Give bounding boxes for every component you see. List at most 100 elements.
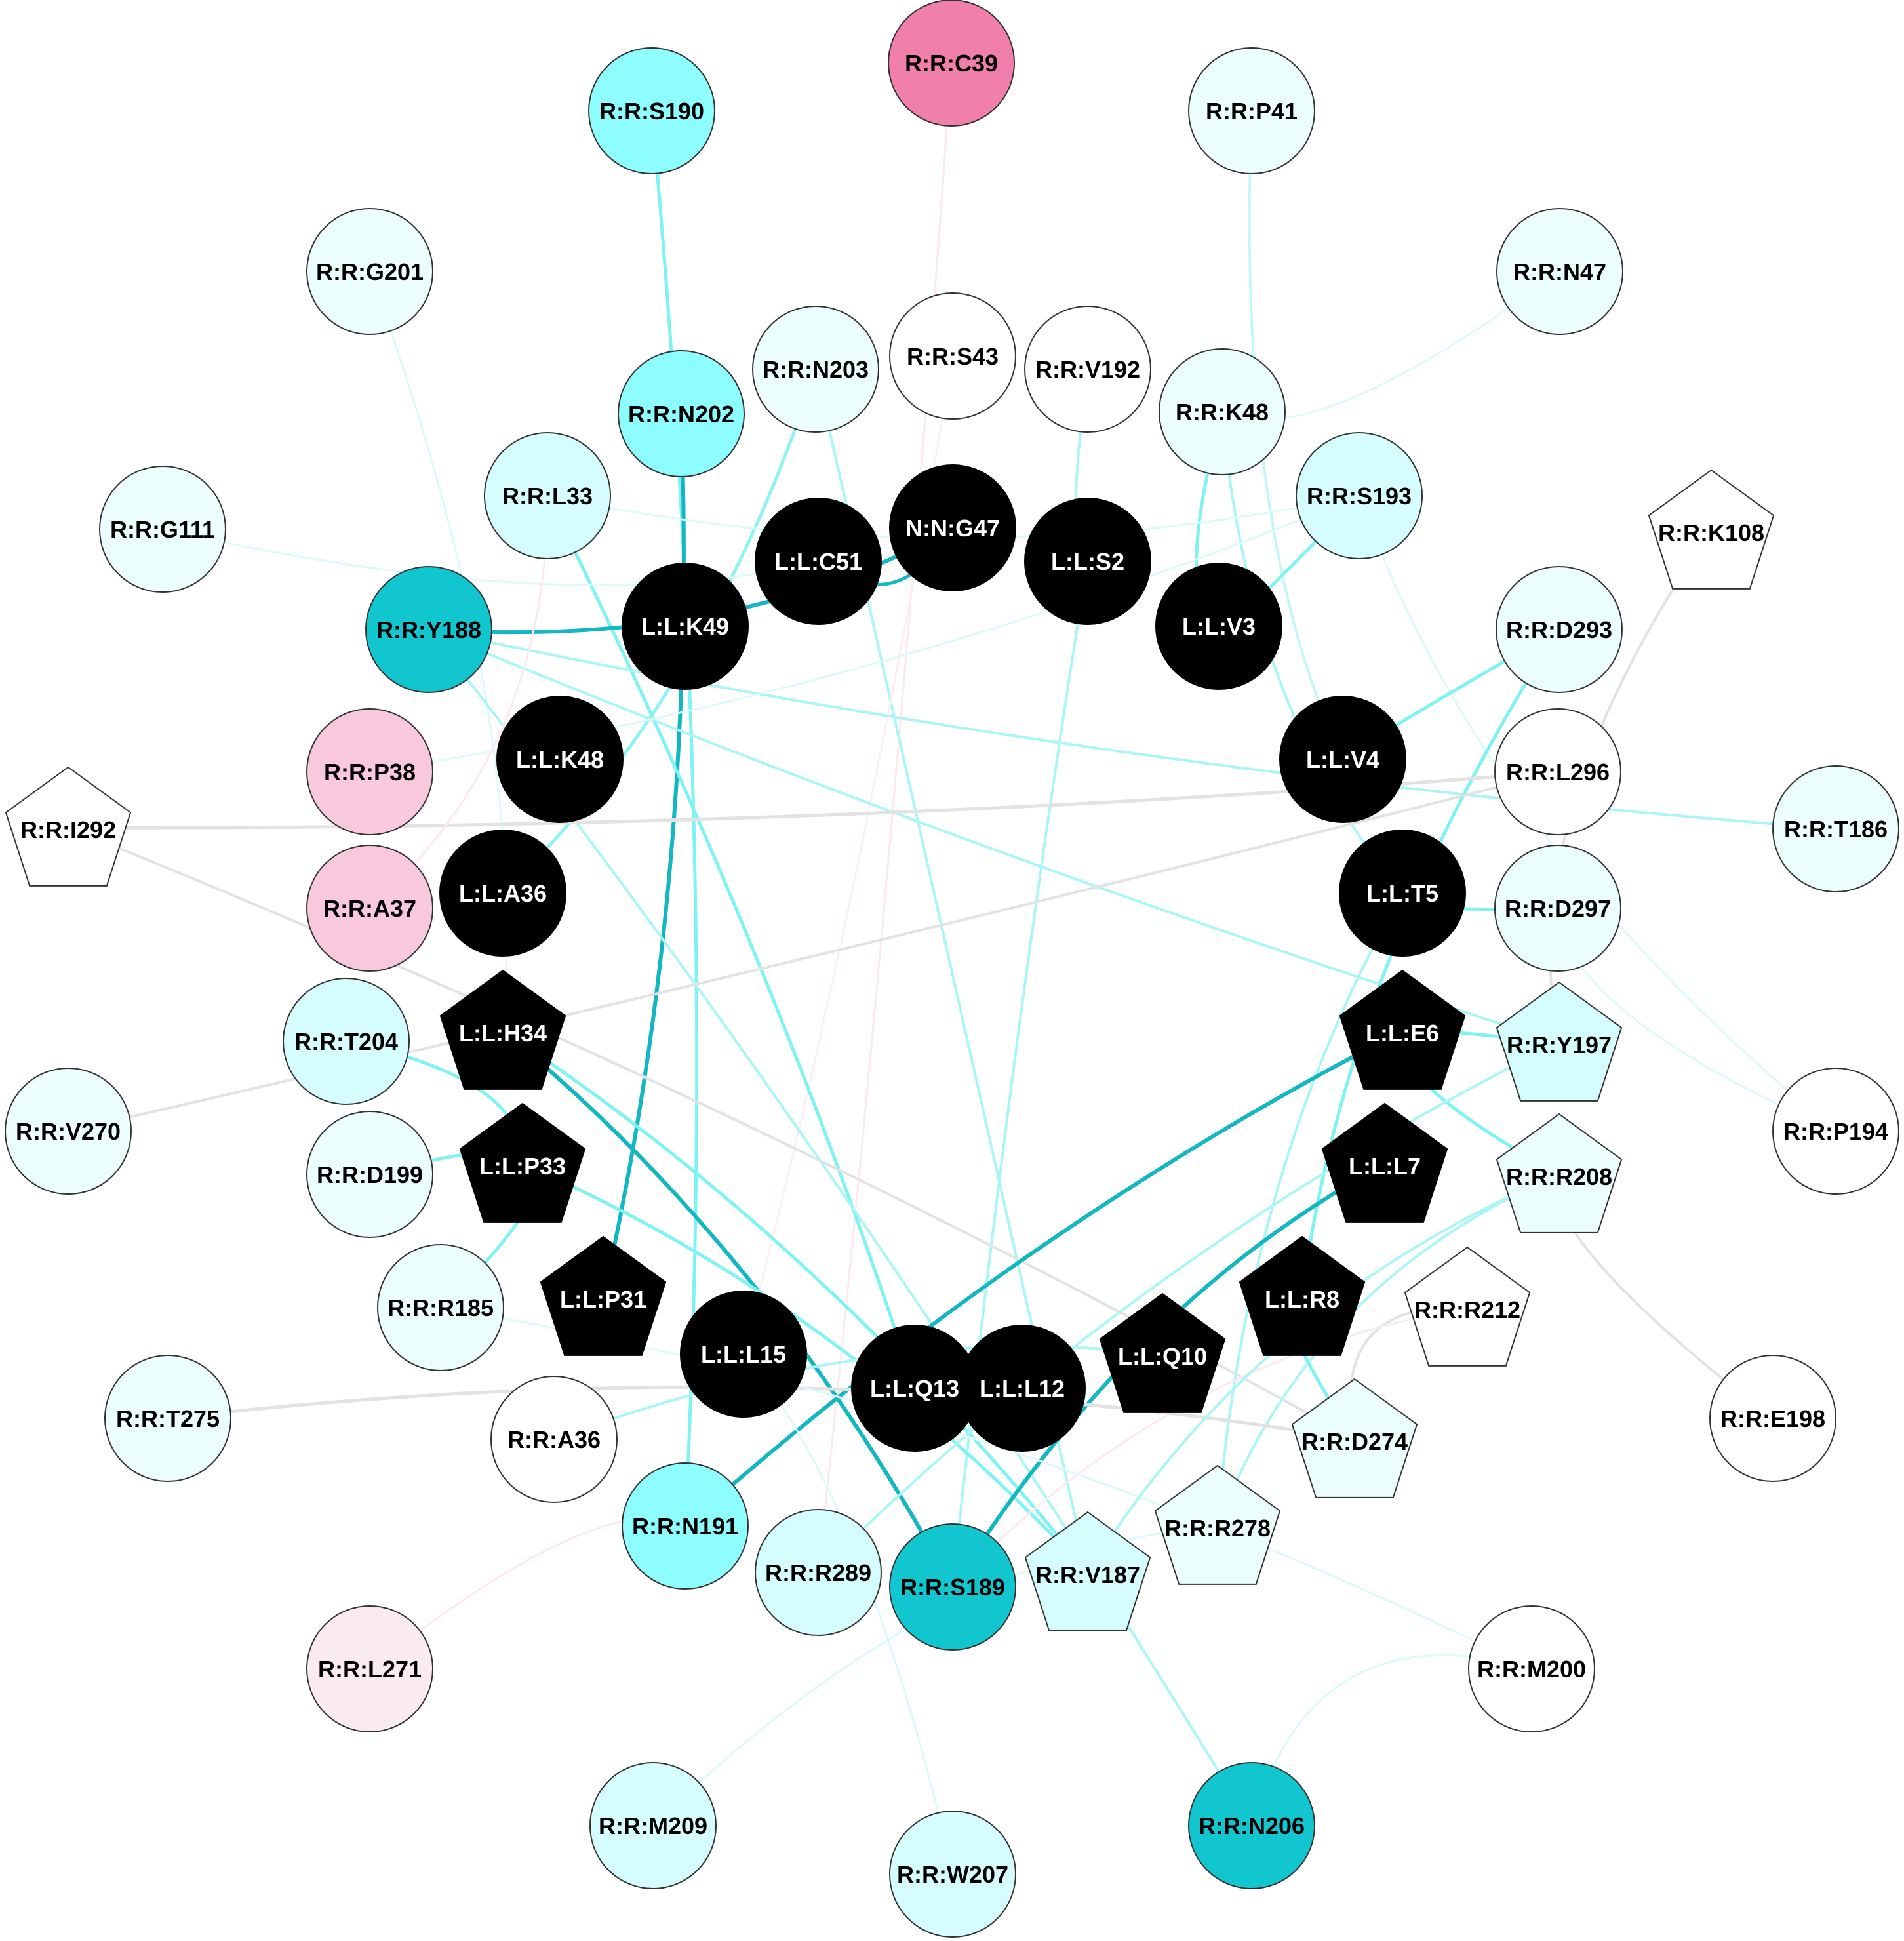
node-r-r-n191: R:R:N191 [622, 1462, 749, 1590]
node-label: R:R:T204 [294, 1028, 398, 1055]
node-pentagon-shape [459, 1102, 586, 1223]
node-label: R:R:A36 [507, 1426, 601, 1453]
node-r-r-t204: R:R:T204 [283, 978, 410, 1105]
node-r-r-n203: R:R:N203 [752, 306, 879, 433]
node-pentagon-shape [439, 969, 566, 1090]
node-r-r-k48: R:R:K48 [1159, 348, 1286, 475]
node-circle-shape [889, 1811, 1016, 1938]
node-label: L:L:A36 [459, 880, 547, 907]
node-pentagon-shape [5, 766, 132, 887]
edge-r-r-y188--r-r-t186 [427, 628, 1837, 830]
node-label: R:R:S189 [900, 1574, 1005, 1601]
node-label: R:R:E198 [1720, 1405, 1825, 1432]
node-r-r-k108: R:R:K108 [1648, 469, 1775, 590]
node-pentagon-shape [1291, 1378, 1418, 1498]
node-label: N:N:G47 [905, 515, 1000, 542]
node-r-r-s193: R:R:S193 [1296, 432, 1423, 559]
node-label: R:R:L296 [1506, 759, 1610, 786]
node-r-r-v270: R:R:V270 [5, 1068, 132, 1195]
node-label: R:R:S193 [1307, 483, 1412, 510]
edge-l-l-p33--r-r-v187 [521, 1162, 1090, 1574]
node-label: R:R:D274 [1301, 1428, 1408, 1455]
node-label: L:L:K49 [641, 613, 729, 640]
node-label: L:L:R8 [1265, 1286, 1339, 1313]
node-r-r-c39: R:R:C39 [888, 0, 1015, 127]
edge-r-r-d293--l-l-r8 [1300, 628, 1561, 1299]
node-l-l-v4: L:L:V4 [1279, 696, 1406, 823]
node-label: L:L:E6 [1366, 1020, 1439, 1047]
node-r-r-w207: R:R:W207 [889, 1811, 1016, 1938]
node-circle-shape [283, 978, 410, 1105]
node-label: R:R:T275 [116, 1405, 220, 1432]
node-label: L:L:L7 [1349, 1153, 1421, 1180]
node-circle-shape [306, 1111, 433, 1238]
node-circle-shape [588, 47, 715, 174]
node-r-r-g201: R:R:G201 [306, 208, 433, 335]
node-label: R:R:G111 [110, 516, 215, 543]
node-circle-shape [1155, 563, 1282, 690]
node-label: R:R:K48 [1176, 399, 1269, 426]
node-label: L:L:C51 [774, 548, 862, 575]
node-r-r-r208: R:R:R208 [1496, 1113, 1623, 1233]
node-circle-shape [1496, 566, 1623, 693]
node-label: R:R:N191 [632, 1513, 738, 1540]
node-circle-shape [104, 1355, 231, 1482]
node-circle-shape [1024, 498, 1151, 625]
node-label: R:R:M200 [1477, 1656, 1586, 1683]
node-r-r-e198: R:R:E198 [1709, 1355, 1836, 1482]
node-circle-shape [306, 1605, 433, 1732]
node-label: R:R:R289 [765, 1559, 871, 1586]
edge-l-l-h34--r-r-s189 [501, 1029, 955, 1589]
node-circle-shape [377, 1244, 504, 1371]
node-circle-shape [1496, 208, 1623, 335]
node-label: R:R:D199 [317, 1161, 423, 1188]
node-pentagon-shape [1024, 1511, 1151, 1631]
node-label: R:R:D297 [1505, 895, 1611, 922]
node-label: R:R:K108 [1658, 519, 1764, 546]
node-circle-shape [1709, 1355, 1836, 1482]
node-r-r-l271: R:R:L271 [306, 1605, 433, 1732]
node-label: L:L:S2 [1051, 548, 1124, 575]
node-label: L:L:L15 [701, 1341, 786, 1368]
edge-r-r-k48--l-l-t5 [1221, 410, 1404, 894]
node-circle-shape [1494, 708, 1621, 835]
node-label: L:L:V4 [1306, 746, 1379, 773]
node-pentagon-shape [540, 1235, 667, 1356]
node-l-l-k48: L:L:K48 [496, 696, 624, 823]
node-r-r-t186: R:R:T186 [1772, 765, 1899, 892]
node-label: R:R:V187 [1035, 1561, 1140, 1588]
node-l-l-k49: L:L:K49 [622, 563, 749, 690]
node-label: R:R:G201 [316, 258, 424, 285]
node-r-r-r278: R:R:R278 [1154, 1464, 1281, 1585]
edge-l-l-t5--r-r-r278 [1216, 892, 1404, 1527]
node-label: R:R:V192 [1035, 356, 1140, 383]
edge-r-r-p41--l-l-v4 [1248, 110, 1344, 761]
node-label: R:R:P38 [324, 759, 416, 786]
node-r-r-s43: R:R:S43 [889, 292, 1016, 420]
node-r-r-s189: R:R:S189 [889, 1523, 1016, 1651]
edge-r-r-a37--r-r-l33 [368, 494, 549, 910]
node-l-l-l7: L:L:L7 [1321, 1102, 1448, 1223]
node-pentagon-shape [1496, 1113, 1623, 1233]
node-r-r-d199: R:R:D199 [306, 1111, 433, 1238]
node-circle-shape [889, 292, 1016, 420]
node-l-l-l15: L:L:L15 [680, 1291, 807, 1418]
node-circle-shape [622, 1462, 749, 1590]
node-pentagon-shape [1339, 969, 1466, 1090]
node-circle-shape [365, 566, 492, 693]
node-circle-shape [755, 1509, 882, 1636]
node-circle-shape [622, 563, 749, 690]
node-circle-shape [1188, 47, 1315, 174]
edge-r-r-l33--l-l-q13 [545, 494, 917, 1390]
node-pentagon-shape [1154, 1464, 1281, 1585]
node-l-l-q10: L:L:Q10 [1099, 1292, 1226, 1413]
node-label: R:R:L271 [318, 1656, 422, 1683]
node-r-r-l33: R:R:L33 [484, 432, 611, 559]
node-label: R:R:N47 [1513, 258, 1606, 285]
node-circle-shape [755, 498, 882, 625]
node-r-r-l296: R:R:L296 [1494, 708, 1621, 835]
node-circle-shape [490, 1376, 618, 1503]
node-label: L:L:K48 [516, 746, 604, 773]
